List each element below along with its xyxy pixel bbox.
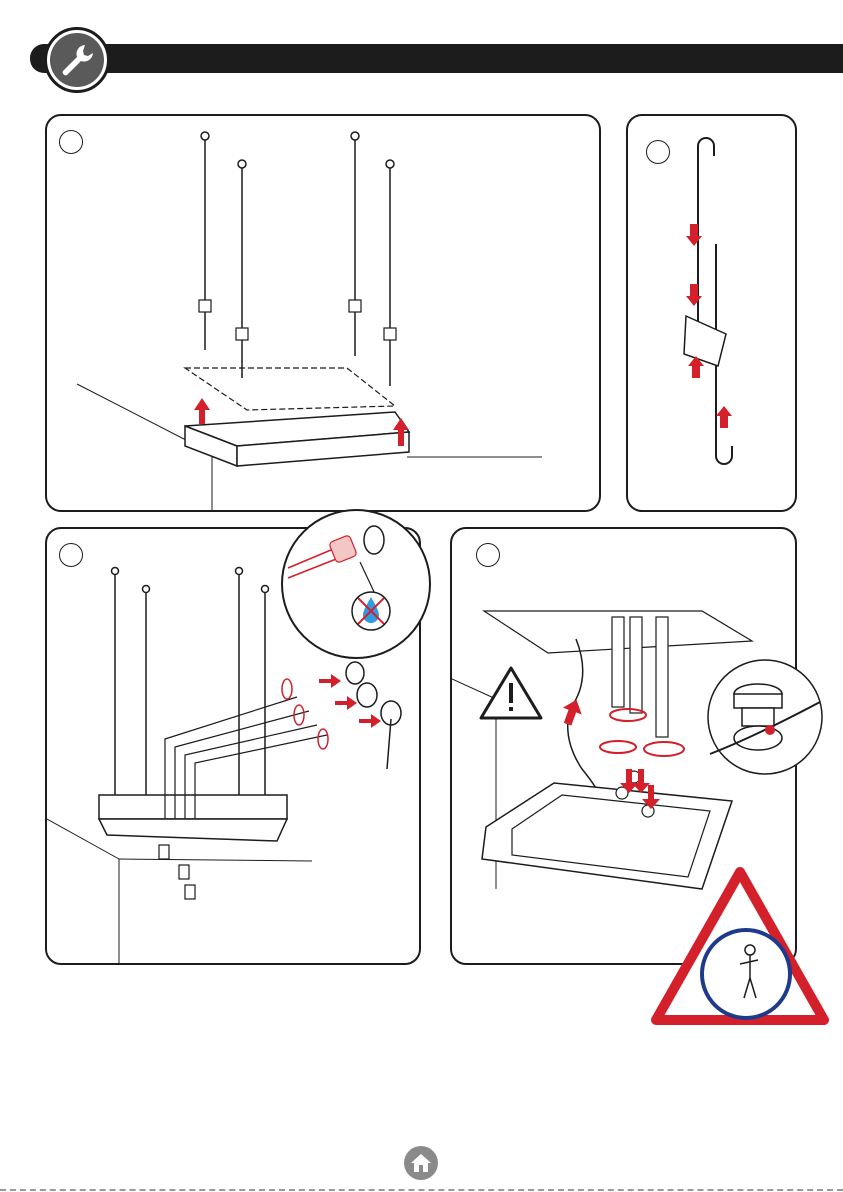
panel-2 — [626, 114, 797, 512]
hood-suspension-illustration — [47, 116, 599, 510]
panel-1 — [45, 114, 601, 512]
wrench-icon — [50, 33, 104, 87]
person-warning-icon — [650, 866, 830, 1026]
no-water-callout — [280, 508, 432, 660]
hook-detail-illustration — [628, 116, 795, 510]
header-bar — [30, 44, 843, 73]
warning-triangle-icon — [478, 665, 544, 721]
home-button[interactable] — [404, 1146, 438, 1180]
valve-detail-callout — [706, 658, 824, 776]
page-cut-line — [0, 1189, 843, 1191]
no-water-icon — [350, 590, 392, 632]
wrench-badge — [44, 27, 110, 93]
home-icon — [410, 1152, 432, 1174]
